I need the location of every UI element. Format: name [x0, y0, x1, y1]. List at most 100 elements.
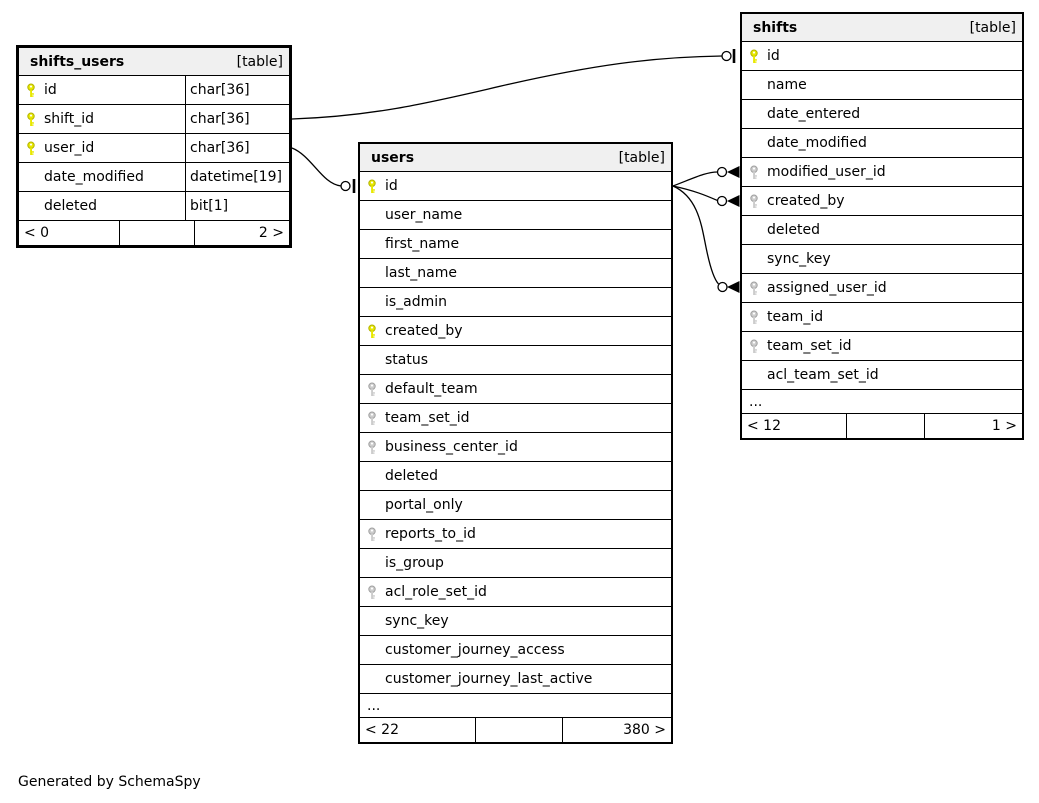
key-cell: [360, 439, 385, 455]
column-row-id[interactable]: id: [742, 42, 1022, 71]
column-name: id: [44, 82, 57, 98]
key-cell: [742, 280, 767, 296]
table-header[interactable]: shifts_users[table]: [19, 48, 289, 76]
column-row-user_id[interactable]: user_id char[36]: [19, 134, 289, 163]
column-type: bit[1]: [185, 192, 289, 220]
foreign-key-icon: [750, 280, 758, 295]
column-row-date_entered[interactable]: date_entered: [742, 100, 1022, 129]
column-row-deleted[interactable]: deleted bit[1]: [19, 192, 289, 221]
column-row-acl_role_set_id[interactable]: acl_role_set_id: [360, 578, 671, 607]
table-header[interactable]: users [table]: [360, 144, 671, 172]
column-name: user_id: [44, 140, 95, 156]
key-cell: [19, 82, 44, 98]
column-row-portal_only[interactable]: portal_only: [360, 491, 671, 520]
column-name: is_admin: [385, 294, 448, 310]
key-cell: [742, 193, 767, 209]
table-name: users: [371, 149, 415, 166]
children-count: < 12: [747, 418, 781, 434]
column-row-customer_journey_access[interactable]: customer_journey_access: [360, 636, 671, 665]
column-row-shift_id[interactable]: shift_id char[36]: [19, 105, 289, 134]
many-arrow-marker: [727, 281, 740, 293]
column-row-name[interactable]: name: [742, 71, 1022, 100]
column-name: first_name: [385, 236, 460, 252]
column-row-team_id[interactable]: team_id: [742, 303, 1022, 332]
column-row-user_name[interactable]: user_name: [360, 201, 671, 230]
column-name: id: [767, 48, 780, 64]
column-row-created_by[interactable]: created_by: [360, 317, 671, 346]
column-row-is_group[interactable]: is_group: [360, 549, 671, 578]
more-columns-ellipsis: ...: [360, 694, 671, 718]
column-row-team_set_id[interactable]: team_set_id: [742, 332, 1022, 361]
column-row-business_center_id[interactable]: business_center_id: [360, 433, 671, 462]
foreign-key-icon: [368, 584, 376, 599]
column-name: created_by: [767, 193, 845, 209]
key-cell: [360, 410, 385, 426]
table-users[interactable]: users [table] id user_name first_name last_na…: [358, 142, 673, 744]
column-name: is_group: [385, 555, 444, 571]
column-row-customer_journey_last_active[interactable]: customer_journey_last_active: [360, 665, 671, 694]
column-type: char[36]: [185, 134, 289, 162]
column-name: customer_journey_access: [385, 642, 565, 658]
column-name: status: [385, 352, 429, 368]
parents-count: 2 >: [194, 221, 289, 245]
column-row-reports_to_id[interactable]: reports_to_id: [360, 520, 671, 549]
table-header[interactable]: shifts[table]: [742, 14, 1022, 42]
column-name: assigned_user_id: [767, 280, 887, 296]
key-cell: [19, 111, 44, 127]
column-type: char[36]: [185, 105, 289, 133]
more-columns-ellipsis: ...: [742, 390, 1022, 414]
column-name: deleted: [44, 198, 97, 214]
column-row-assigned_user_id[interactable]: assigned_user_id: [742, 274, 1022, 303]
rel-users-id-to-shifts-modified_user_id: [672, 166, 740, 187]
column-name: portal_only: [385, 497, 463, 513]
table-type-badge: [table]: [618, 149, 665, 166]
column-row-first_name[interactable]: first_name: [360, 230, 671, 259]
parents-count: 380 >: [562, 718, 671, 742]
column-row-deleted[interactable]: deleted: [360, 462, 671, 491]
column-row-is_admin[interactable]: is_admin: [360, 288, 671, 317]
column-row-status[interactable]: status: [360, 346, 671, 375]
many-arrow-marker: [727, 166, 740, 178]
column-name: default_team: [385, 381, 478, 397]
column-row-default_team[interactable]: default_team: [360, 375, 671, 404]
column-name: user_name: [385, 207, 463, 223]
column-row-acl_team_set_id[interactable]: acl_team_set_id: [742, 361, 1022, 390]
column-row-created_by[interactable]: created_by: [742, 187, 1022, 216]
column-row-modified_user_id[interactable]: modified_user_id: [742, 158, 1022, 187]
column-row-sync_key[interactable]: sync_key: [360, 607, 671, 636]
column-row-team_set_id[interactable]: team_set_id: [360, 404, 671, 433]
column-row-deleted[interactable]: deleted: [742, 216, 1022, 245]
column-row-id[interactable]: id char[36]: [19, 76, 289, 105]
table-name: shifts: [753, 19, 798, 36]
rel-users-id-to-shifts-assigned_user_id: [672, 185, 740, 293]
column-row-sync_key[interactable]: sync_key: [742, 245, 1022, 274]
key-cell: [19, 140, 44, 156]
generated-by-note: Generated by SchemaSpy: [18, 774, 201, 790]
foreign-key-icon: [750, 309, 758, 324]
column-name: last_name: [385, 265, 457, 281]
foreign-key-icon: [368, 526, 376, 541]
column-type: datetime[19]: [185, 163, 289, 191]
column-row-date_modified[interactable]: date_modified: [742, 129, 1022, 158]
key-cell: [742, 48, 767, 64]
column-name: shift_id: [44, 111, 95, 127]
children-count: < 22: [365, 722, 399, 738]
column-row-id[interactable]: id: [360, 172, 671, 201]
rel-shifts_users-shift_id-to-shifts-id: [291, 49, 736, 120]
column-type: char[36]: [185, 76, 289, 104]
footer-middle-cell: [845, 414, 924, 438]
column-name: acl_team_set_id: [767, 367, 879, 383]
column-name: modified_user_id: [767, 164, 886, 180]
column-name: sync_key: [767, 251, 831, 267]
primary-key-icon: [27, 82, 35, 97]
column-name: team_set_id: [385, 410, 470, 426]
column-row-last_name[interactable]: last_name: [360, 259, 671, 288]
rel-users-id-to-shifts-created_by: [672, 185, 740, 207]
key-cell: [360, 584, 385, 600]
zero-marker: [721, 50, 732, 62]
